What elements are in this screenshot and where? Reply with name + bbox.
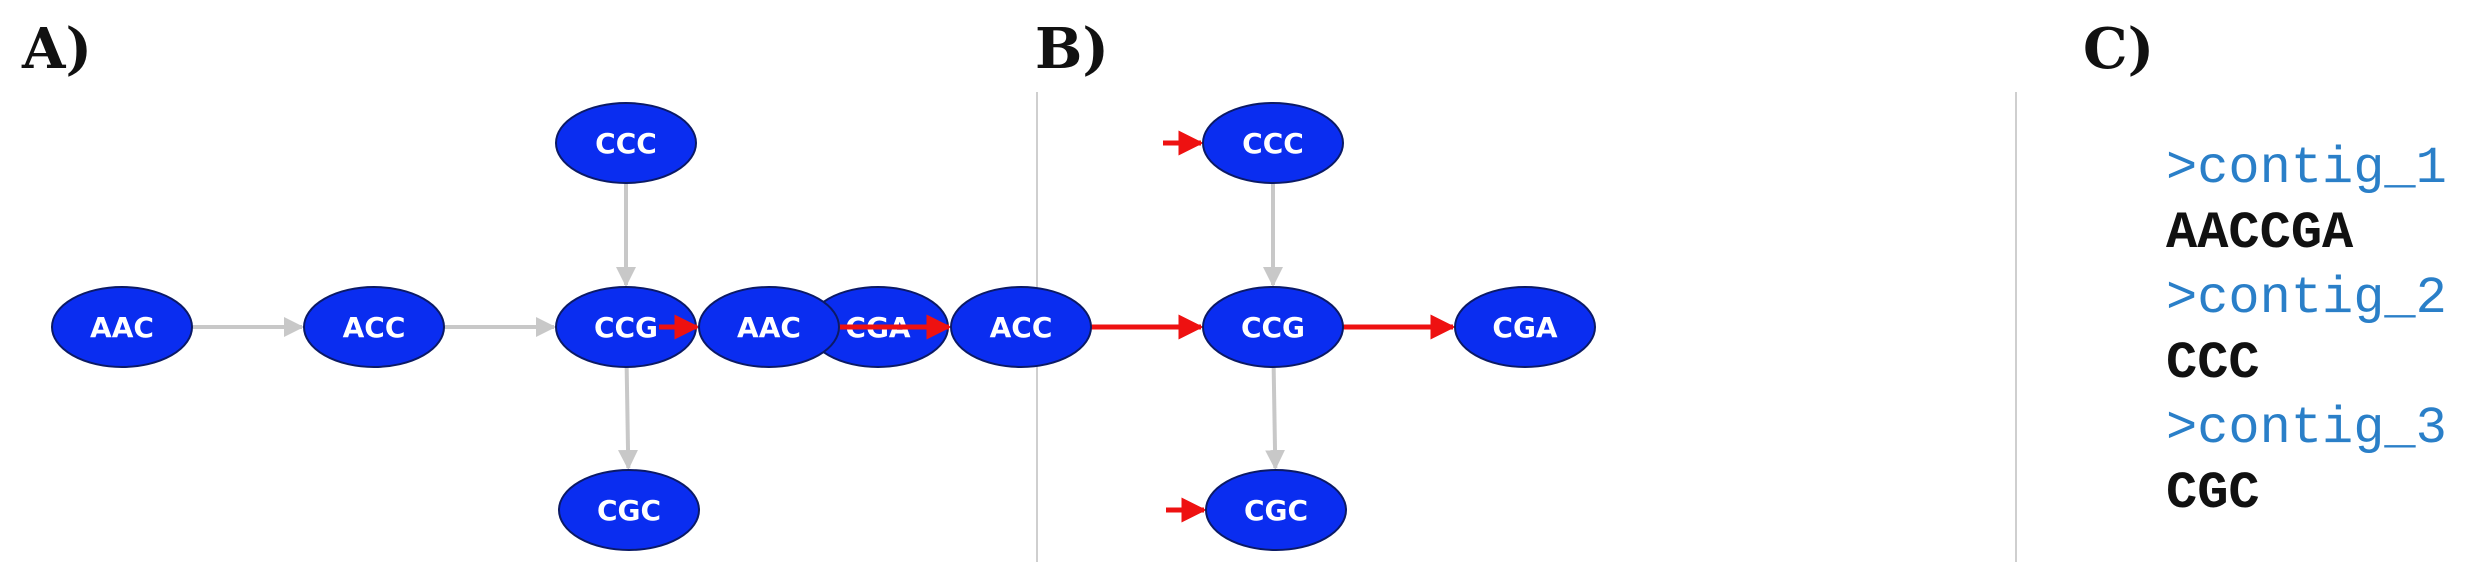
- node-b-ccg: [1202, 286, 1344, 368]
- node-label-b-cga: CGA: [1492, 311, 1558, 344]
- node-label-b-acc: ACC: [990, 311, 1053, 344]
- node-label-b-aac: AAC: [737, 311, 801, 344]
- node-label-b-ccg: CCG: [1241, 311, 1305, 344]
- node-b-cgc: [1205, 469, 1347, 551]
- node-label-a-ccg: CCG: [594, 311, 658, 344]
- node-label-a-acc: ACC: [343, 311, 406, 344]
- contig-3-header: >contig_3: [2166, 399, 2447, 458]
- node-b-acc: [950, 286, 1092, 368]
- graph-panel-b: AAC ACC CCG CGA CCC CGC: [659, 102, 1596, 551]
- contig-2-sequence: CCC: [2166, 334, 2260, 393]
- node-label-a-aac: AAC: [90, 311, 154, 344]
- panel-c-label: C): [2083, 16, 2154, 82]
- contig-1-header: >contig_1: [2166, 139, 2447, 198]
- contig-list: >contig_1 AACCGA >contig_2 CCC >contig_3…: [2166, 139, 2447, 523]
- node-label-a-cgc: CGC: [597, 494, 661, 527]
- edge-b-ccg-cgc: [1265, 366, 1286, 471]
- node-a-acc: [303, 286, 445, 368]
- node-a-ccc: [555, 102, 697, 184]
- node-b-cga: [1454, 286, 1596, 368]
- node-b-aac: [698, 286, 840, 368]
- contig-3-sequence: CGC: [2166, 464, 2260, 523]
- panel-b-label: B): [1035, 16, 1109, 82]
- node-label-b-cgc: CGC: [1244, 494, 1308, 527]
- contig-2-header: >contig_2: [2166, 269, 2447, 328]
- node-a-cgc: [558, 469, 700, 551]
- node-a-aac: [51, 286, 193, 368]
- node-b-ccc: [1202, 102, 1344, 184]
- contig-1-sequence: AACCGA: [2166, 204, 2354, 263]
- node-label-a-ccc: CCC: [595, 127, 657, 160]
- edge-a-ccg-cgc: [618, 366, 639, 471]
- panel-a-label: A): [21, 16, 92, 82]
- node-label-b-ccc: CCC: [1242, 127, 1304, 160]
